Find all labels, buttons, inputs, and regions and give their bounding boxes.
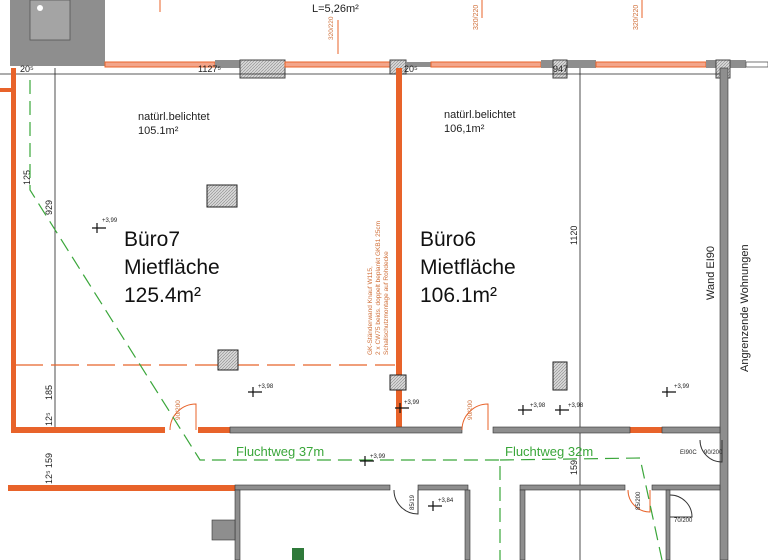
door-office7-size: 90/200 [175,400,182,420]
room-name: Büro7 [124,228,180,251]
dim-corridor-right: 159 [569,460,579,475]
window-marks [159,0,643,54]
dim-left-wall: 20⁵ [20,64,34,74]
escape-route-line [29,80,663,560]
dim-left: 125 [22,170,32,185]
door-office6-size: 90/200 [467,400,474,420]
level-mark: +3,98 [258,384,274,390]
level-mark: +3,99 [102,218,118,224]
area-label: L=5,26m² [312,3,359,15]
level-mark: +3,98 [530,403,546,409]
partition-note: 2 x CW75 beids. doppelt beplankt GKB1 25… [375,221,382,355]
dim-left: 185 [44,385,54,400]
level-mark: +3,99 [370,454,386,460]
column [389,374,407,391]
level-mark: +3,99 [404,400,420,406]
level-mark: +3,84 [438,498,454,504]
room-area: 106.1m² [420,284,497,307]
fire-door-size: 90/200 [704,450,723,456]
dim-office7-width: 1127⁵ [198,64,221,74]
shaft [552,361,568,391]
dim-left: 12⁵ [44,412,54,426]
door-size: 85/19 [410,494,416,510]
dim-left: 159 [44,453,54,468]
dimension-line [0,68,722,560]
partition-note: Schallschutzmontage auf Rohdecke [383,251,390,355]
room-type: Mietfläche [420,256,516,279]
window-mark: 320/220 [328,16,335,40]
partition-note: GK-Ständerwand Knauf W115, [367,266,374,355]
daylight-area: 105.1m² [138,125,179,137]
level-marks [92,223,676,511]
door-size: 85/200 [636,491,642,510]
dim-office6-depth: 1120 [569,226,579,245]
room-type: Mietfläche [124,256,220,279]
level-mark: +3,98 [568,403,584,409]
room-area: 125.4m² [124,284,201,307]
dim-office7-depth: 929 [44,200,54,215]
dim-partition: 20⁵ [404,64,418,74]
dim-left: 12⁵ [44,470,54,484]
shaft [206,184,238,208]
neighbours-label: Angrenzende Wohnungen [739,244,751,372]
window-mark: 320/220 [633,5,640,30]
window-mark: 320/220 [473,5,480,30]
existing-core-block [10,0,105,66]
escape-route-label: Fluchtweg 37m [236,444,324,459]
dim-office6-width: 947 [553,64,568,74]
level-mark: +3,99 [674,384,690,390]
shaft [217,349,239,371]
new-walls [0,68,662,491]
fire-door-rating: EI90C [680,450,697,456]
daylight-note: natürl.belichtet [444,109,516,121]
door-swings [169,403,723,518]
wall-rating-label: Wand EI90 [705,246,717,300]
existing-walls [211,67,729,560]
room-name: Büro6 [420,228,476,251]
daylight-note: natürl.belichtet [138,111,210,123]
escape-route-label: Fluchtweg 32m [505,444,593,459]
daylight-area: 106,1m² [444,123,485,135]
exit-sign-icon [292,548,304,560]
door-size: 70/200 [674,518,693,524]
